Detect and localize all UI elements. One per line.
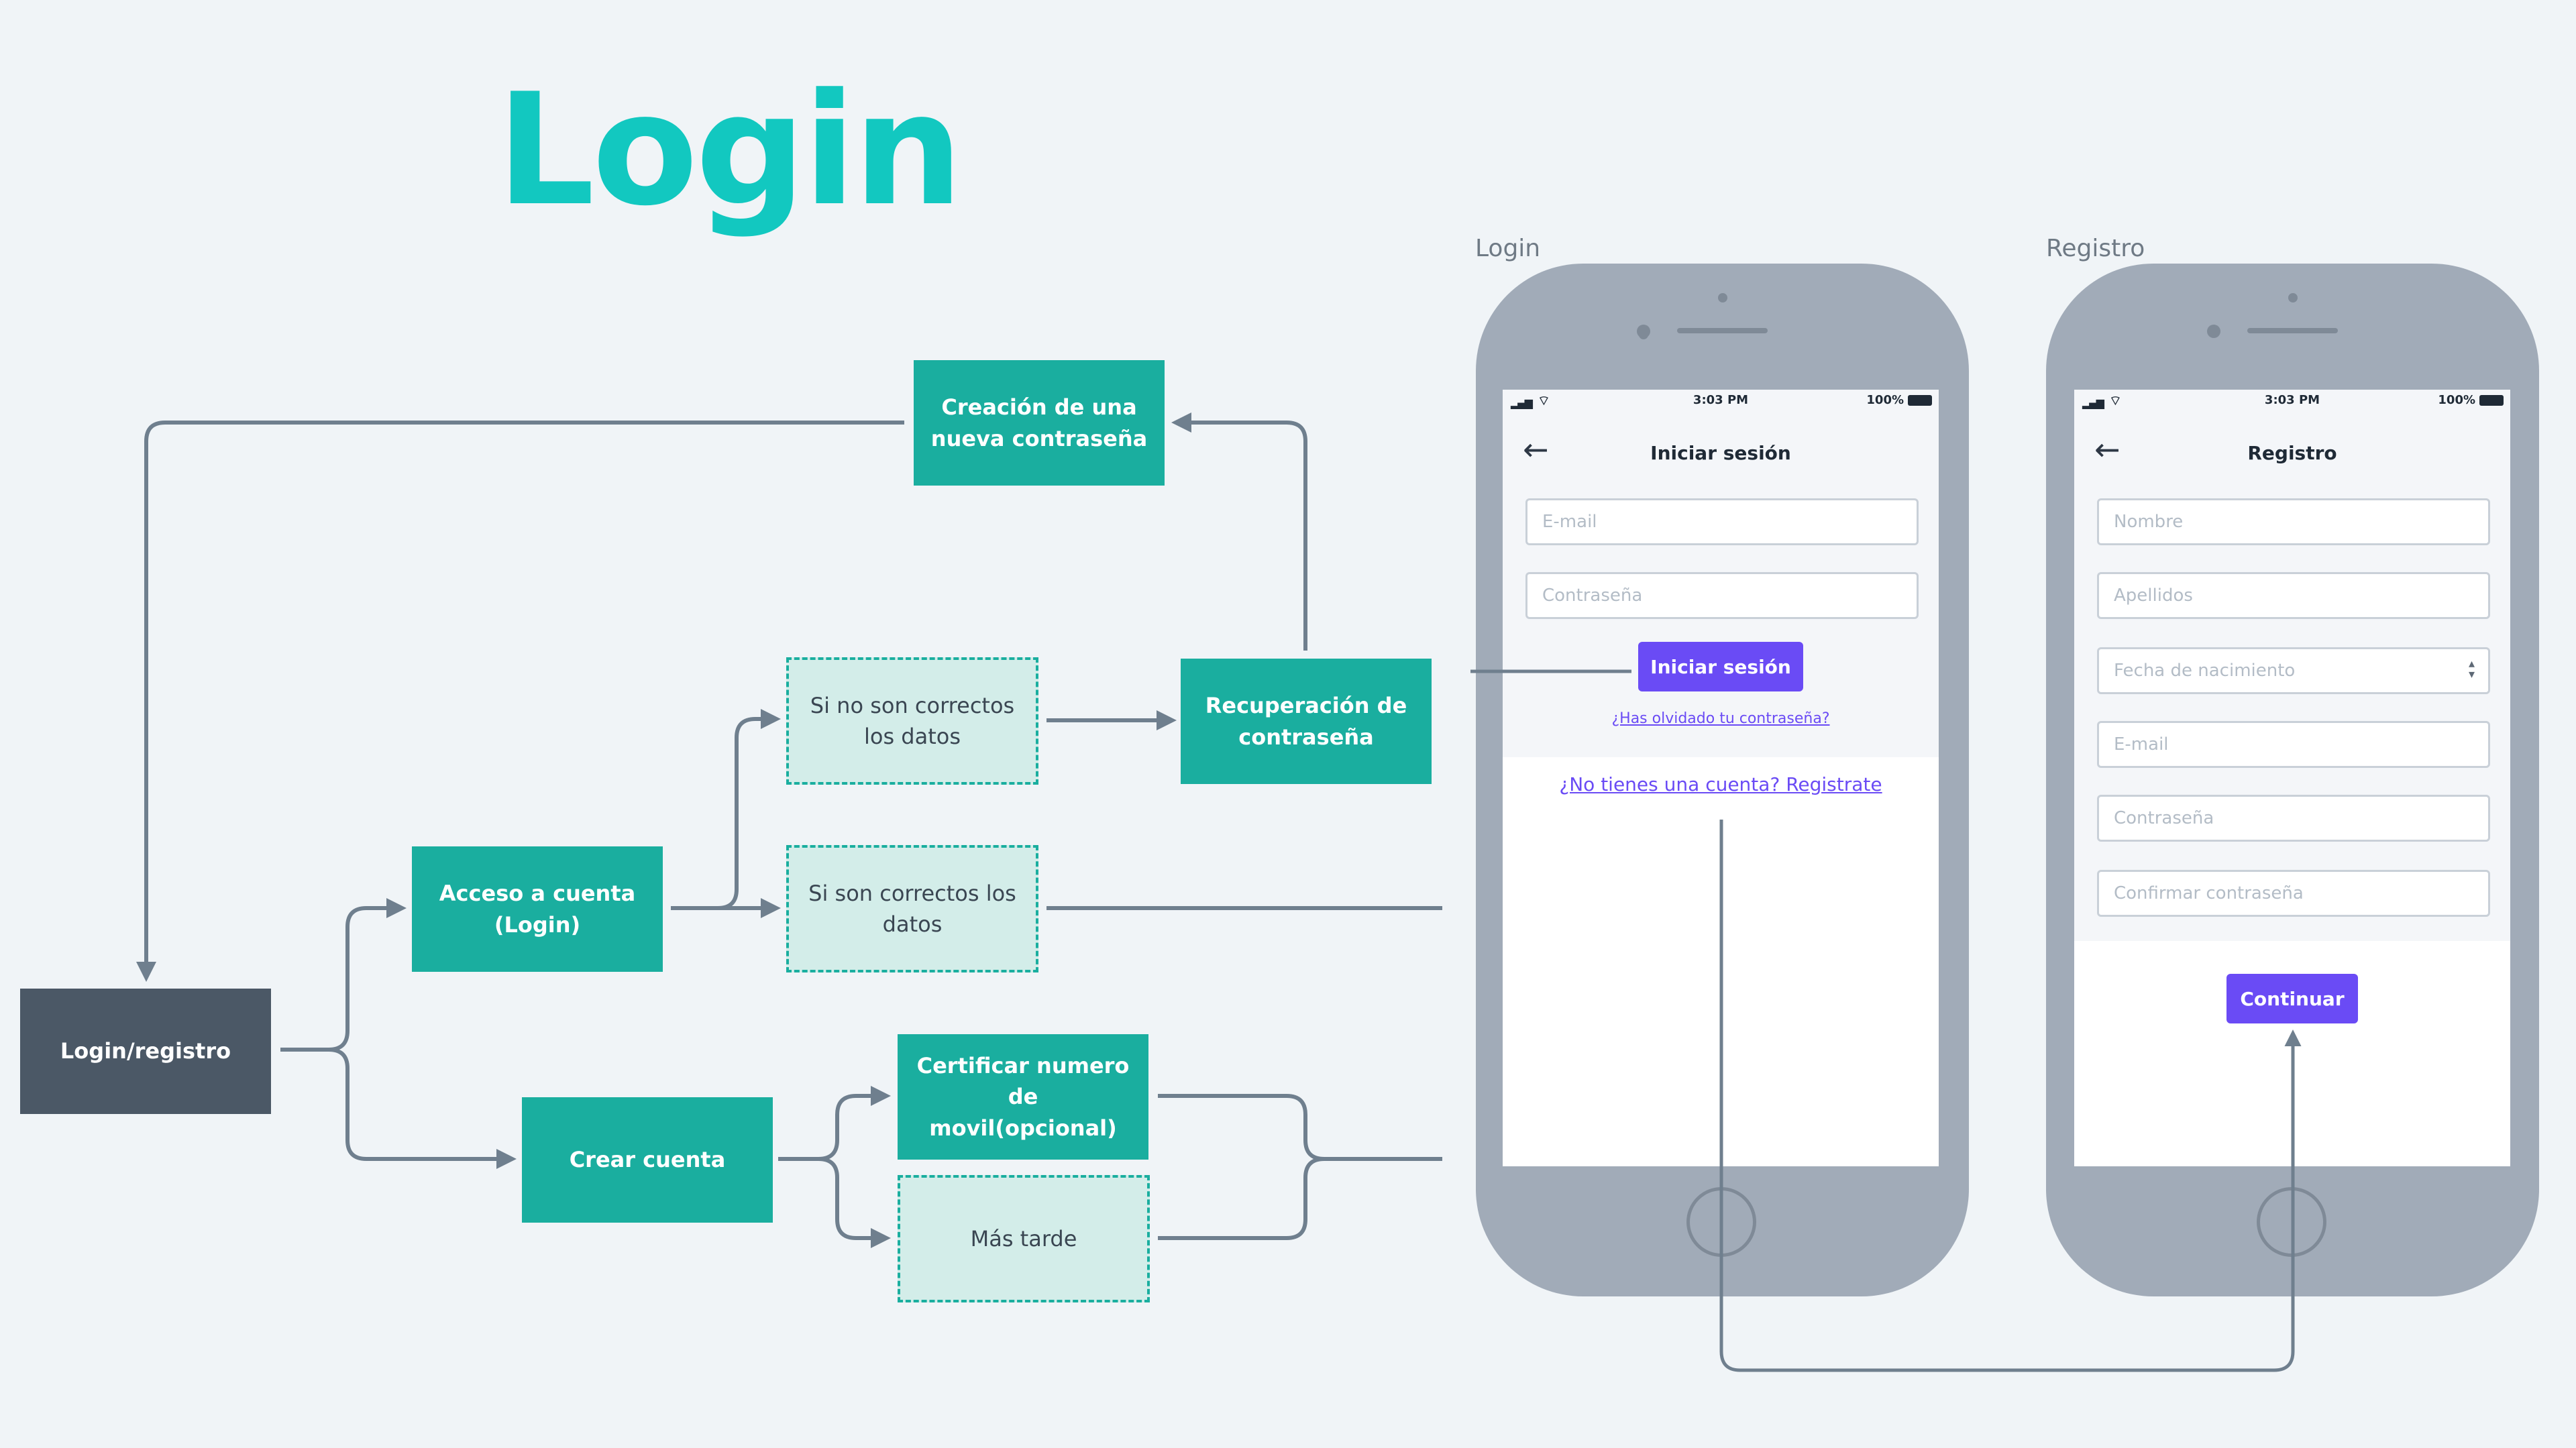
frame-label-login: Login bbox=[1475, 235, 1541, 262]
node-certificar-movil: Certificar numero de movil(opcional) bbox=[898, 1034, 1148, 1160]
status-bar: ▂▄▆ ⌔ 3:03 PM 100% bbox=[2074, 390, 2510, 414]
continuar-button[interactable]: Continuar bbox=[2226, 974, 2358, 1023]
battery-icon bbox=[1908, 395, 1932, 406]
wifi-icon: ⌔ bbox=[1538, 392, 1550, 408]
connector-crear-to-mas-tarde bbox=[778, 1157, 891, 1248]
node-login-registro: Login/registro bbox=[20, 989, 271, 1114]
email-field[interactable]: E-mail bbox=[2097, 721, 2490, 768]
battery-icon bbox=[2479, 395, 2504, 406]
select-caret-icon: ▴▾ bbox=[2468, 657, 2475, 682]
password-field[interactable]: Contraseña bbox=[1525, 572, 1919, 619]
connector-login-to-crear bbox=[280, 1048, 517, 1169]
proximity-sensor bbox=[1637, 325, 1650, 338]
email-field[interactable]: E-mail bbox=[1525, 498, 1919, 545]
connector-recuperacion-to-creacion bbox=[1171, 412, 1307, 651]
connector-mas-tarde-to-merge bbox=[1158, 1157, 1325, 1240]
nombre-field[interactable]: Nombre bbox=[2097, 498, 2490, 545]
node-acceso-cuenta: Acceso a cuenta (Login) bbox=[412, 846, 663, 972]
password-field[interactable]: Contraseña bbox=[2097, 795, 2490, 842]
status-battery-text: 100% bbox=[1866, 393, 1904, 407]
fecha-nacimiento-label: Fecha de nacimiento bbox=[2114, 661, 2296, 681]
front-camera bbox=[1718, 293, 1727, 302]
connector-creacion-to-login bbox=[136, 421, 904, 982]
iniciar-sesion-button[interactable]: Iniciar sesión bbox=[1638, 642, 1803, 691]
back-arrow-icon[interactable]: ← bbox=[1523, 431, 1549, 467]
login-screen: ▂▄▆ ⌔ 3:03 PM 100% ← Iniciar sesión E-ma… bbox=[1503, 390, 1939, 1166]
node-mas-tarde: Más tarde bbox=[898, 1175, 1150, 1302]
registro-screen: ▂▄▆ ⌔ 3:03 PM 100% ← Registro Nombre Ape… bbox=[2074, 390, 2510, 1166]
earpiece-speaker bbox=[1677, 328, 1768, 333]
registro-form-area: ▂▄▆ ⌔ 3:03 PM 100% ← Registro Nombre Ape… bbox=[2074, 390, 2510, 941]
connector-register-link-to-registro bbox=[1719, 820, 2302, 1372]
apellidos-field[interactable]: Apellidos bbox=[2097, 572, 2490, 619]
earpiece-speaker bbox=[2247, 328, 2338, 333]
signal-icon: ▂▄▆ bbox=[1511, 396, 1533, 409]
login-form-area: ▂▄▆ ⌔ 3:03 PM 100% ← Iniciar sesión E-ma… bbox=[1503, 390, 1939, 757]
signal-icon: ▂▄▆ bbox=[2082, 396, 2104, 409]
fecha-nacimiento-select[interactable]: Fecha de nacimiento ▴▾ bbox=[2097, 647, 2490, 694]
front-camera bbox=[2288, 293, 2298, 302]
node-si-correctos: Si son correctos los datos bbox=[786, 845, 1038, 972]
phone-login: ▂▄▆ ⌔ 3:03 PM 100% ← Iniciar sesión E-ma… bbox=[1476, 264, 1969, 1296]
registro-screen-title: Registro bbox=[2247, 442, 2337, 464]
node-creacion-nueva-contrasena: Creación de una nueva contraseña bbox=[914, 360, 1165, 486]
register-link[interactable]: ¿No tienes una cuenta? Registrate bbox=[1559, 773, 1882, 795]
back-arrow-icon[interactable]: ← bbox=[2094, 431, 2121, 467]
node-crear-cuenta: Crear cuenta bbox=[522, 1097, 773, 1223]
forgot-password-link[interactable]: ¿Has olvidado tu contraseña? bbox=[1611, 710, 1830, 727]
node-recuperacion: Recuperación de contraseña bbox=[1181, 659, 1432, 784]
wifi-icon: ⌔ bbox=[2109, 392, 2122, 408]
proximity-sensor bbox=[2207, 325, 2220, 338]
page-title: Login bbox=[496, 61, 963, 240]
login-screen-title: Iniciar sesión bbox=[1650, 442, 1791, 464]
status-time: 3:03 PM bbox=[2264, 393, 2320, 407]
node-si-no-correctos: Si no son correctos los datos bbox=[786, 657, 1038, 785]
status-battery-text: 100% bbox=[2438, 393, 2475, 407]
status-time: 3:03 PM bbox=[1693, 393, 1749, 407]
confirm-password-field[interactable]: Confirmar contraseña bbox=[2097, 870, 2490, 917]
frame-label-registro: Registro bbox=[2046, 235, 2145, 262]
status-bar: ▂▄▆ ⌔ 3:03 PM 100% bbox=[1503, 390, 1939, 414]
